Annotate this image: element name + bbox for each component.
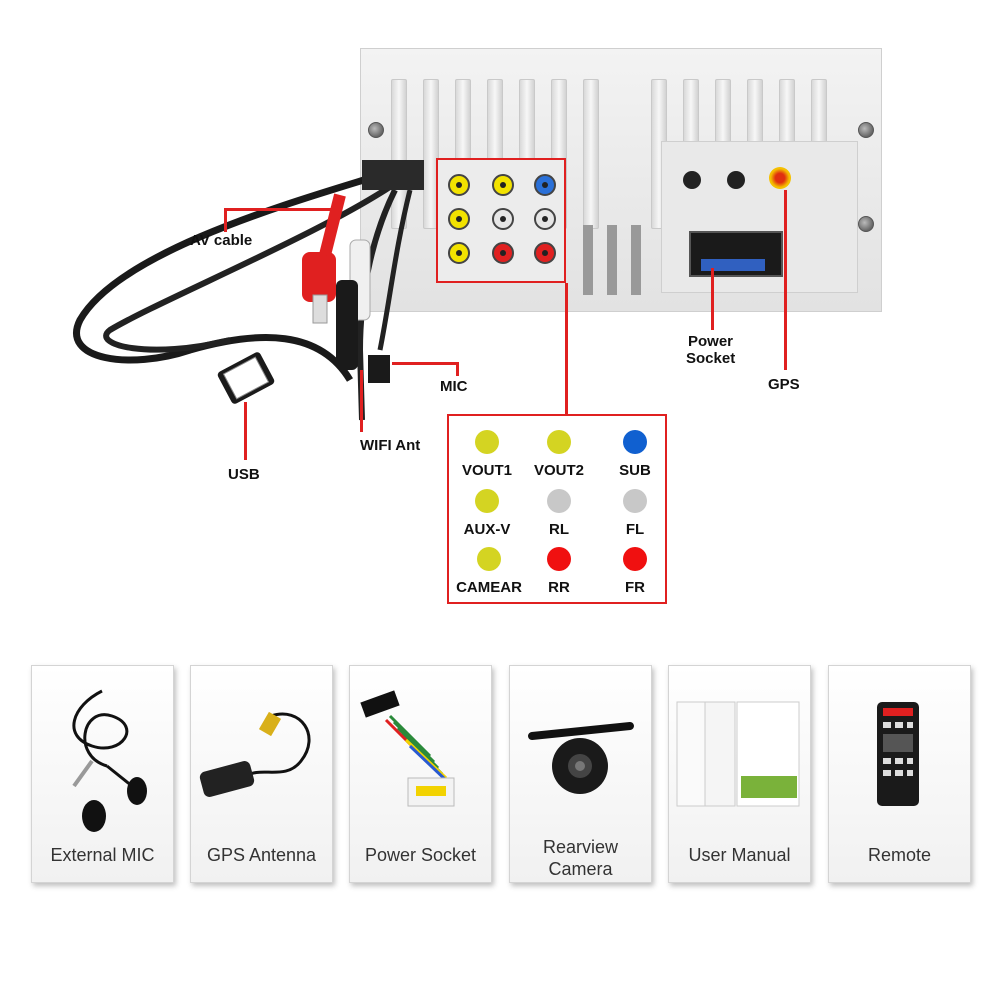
callout-line [224, 208, 334, 211]
rca-jack-aux-v [448, 208, 470, 230]
accessory-card-user-manual[interactable]: User Manual [668, 665, 811, 883]
power-socket-harness-icon [360, 690, 455, 807]
callout-mic: MIC [440, 378, 468, 395]
cable-harness-illustration [73, 160, 424, 421]
callout-power-socket-line2: Socket [686, 350, 736, 367]
accessory-card-remote[interactable]: Remote [828, 665, 971, 883]
head-unit-back-panel [360, 48, 882, 312]
gps-port [769, 167, 791, 189]
user-manual-icon [676, 701, 800, 807]
vent [583, 225, 593, 295]
callout-power-socket-line1: Power [688, 333, 734, 350]
rca-panel [436, 158, 566, 283]
callout-line [244, 402, 247, 460]
rca-jack-sub [534, 174, 556, 196]
callout-av-cable: AV cable [190, 232, 253, 249]
legend-label: FL [625, 521, 645, 538]
callout-line [456, 362, 459, 376]
legend-item: CAMEAR [449, 547, 529, 596]
heat-fin [583, 79, 599, 229]
vent [607, 225, 617, 295]
legend-label: SUB [619, 462, 651, 479]
heat-fin [423, 79, 439, 229]
legend-label: CAMEAR [456, 579, 522, 596]
accessory-card-external-mic[interactable]: External MIC [31, 665, 174, 883]
legend-item: FL [595, 489, 675, 538]
legend-dot [475, 430, 499, 454]
legend-item: FR [595, 547, 675, 596]
accessory-caption: Power Socket [364, 845, 477, 865]
rca-jack-rr [492, 242, 514, 264]
rca-jack-vout2 [492, 174, 514, 196]
accessory-caption: External MIC [50, 845, 155, 865]
legend-item: VOUT1 [447, 430, 527, 479]
rca-jack-fr [534, 242, 556, 264]
callout-line [711, 268, 714, 330]
vent [631, 225, 641, 295]
screw [858, 122, 874, 138]
legend-item: RR [519, 547, 599, 596]
rca-jack-camera [448, 242, 470, 264]
legend-dot [475, 489, 499, 513]
legend-dot [547, 547, 571, 571]
accessory-card-gps-antenna[interactable]: GPS Antenna [190, 665, 333, 883]
callout-gps: GPS [768, 376, 800, 393]
callout-usb: USB [228, 466, 260, 483]
legend-label: VOUT2 [533, 462, 584, 479]
rearview-camera-icon [528, 722, 634, 794]
gps-antenna-icon [199, 711, 311, 797]
callout-line [784, 190, 787, 370]
legend-dot [547, 489, 571, 513]
legend-label: RL [549, 521, 569, 538]
callout-line [392, 362, 458, 365]
legend-item: RL [519, 489, 599, 538]
callout-line [565, 283, 568, 415]
legend-dot [547, 430, 571, 454]
accessory-card-rearview-camera[interactable]: Rearview Camera [509, 665, 652, 883]
legend-item: SUB [595, 430, 675, 479]
rca-color-legend: VOUT1 VOUT2 SUB AUX-V RL FL CAMEAR RR FR [447, 414, 667, 604]
legend-label: VOUT1 [461, 462, 512, 479]
remote-control-icon [877, 702, 919, 806]
accessory-caption: GPS Antenna [206, 845, 317, 865]
legend-dot [623, 489, 647, 513]
legend-item: AUX-V [447, 489, 527, 538]
screw [858, 216, 874, 232]
accessory-caption-line2: Camera [548, 859, 613, 879]
rca-jack-rl [492, 208, 514, 230]
rca-jack-vout1 [448, 174, 470, 196]
power-socket-clip [701, 259, 765, 271]
rca-jack-fl [534, 208, 556, 230]
legend-label: RR [548, 579, 570, 596]
screw [368, 122, 384, 138]
wifi-port [727, 171, 745, 189]
legend-label: AUX-V [463, 521, 511, 538]
external-mic-icon [72, 689, 147, 832]
legend-dot [477, 547, 501, 571]
callout-line [360, 370, 363, 432]
dtv-port [683, 171, 701, 189]
accessory-caption: Rearview [542, 837, 619, 857]
callout-wifi-ant: WIFI Ant [360, 437, 421, 454]
accessory-card-power-socket[interactable]: Power Socket [349, 665, 492, 883]
legend-dot [623, 547, 647, 571]
legend-label: FR [625, 579, 645, 596]
legend-item: VOUT2 [519, 430, 599, 479]
accessory-caption: User Manual [688, 845, 791, 865]
accessory-caption: Remote [867, 845, 932, 865]
legend-dot [623, 430, 647, 454]
callout-line [224, 208, 227, 232]
